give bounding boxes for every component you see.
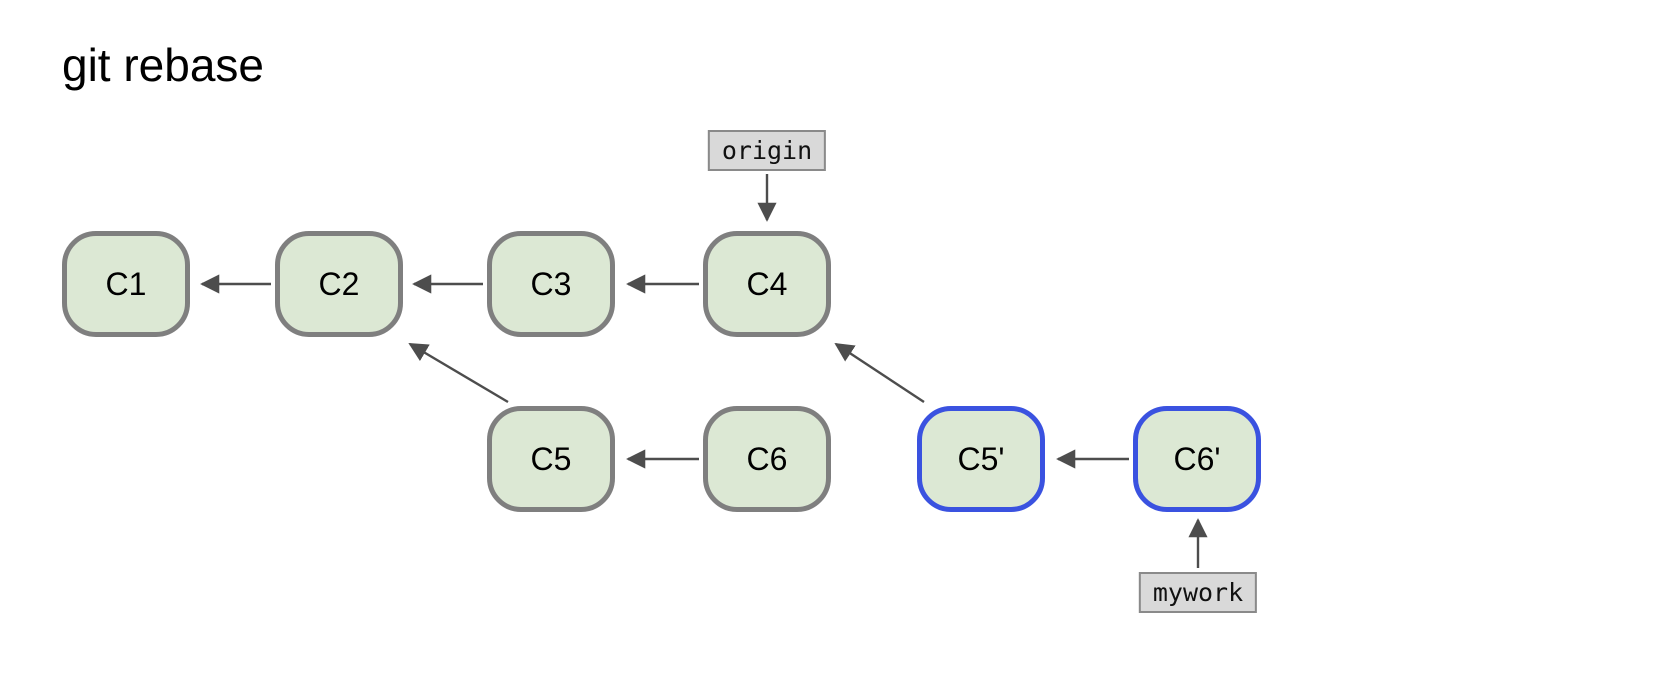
commit-node-c6-prime: C6' <box>1133 406 1261 512</box>
edge-c5p-c4 <box>834 342 925 404</box>
branch-label-mywork: mywork <box>1138 572 1258 613</box>
commit-label: C5 <box>530 440 572 477</box>
commit-node-c3: C3 <box>487 231 615 337</box>
commit-label: C4 <box>746 265 788 302</box>
branch-label-origin: origin <box>707 130 827 171</box>
commit-node-c4: C4 <box>703 231 831 337</box>
commit-node-c2: C2 <box>275 231 403 337</box>
commit-node-c5-prime: C5' <box>917 406 1045 512</box>
commit-label: C3 <box>530 265 572 302</box>
commit-label: C6 <box>746 440 788 477</box>
commit-node-c6: C6 <box>703 406 831 512</box>
commit-label: C6' <box>1173 440 1221 477</box>
commit-node-c1: C1 <box>62 231 190 337</box>
commit-node-c5: C5 <box>487 406 615 512</box>
diagram-title: git rebase <box>62 39 265 91</box>
commit-label: C5' <box>957 440 1005 477</box>
commit-label: C1 <box>105 265 147 302</box>
edge-c5-c2 <box>408 342 509 404</box>
commit-label: C2 <box>318 265 360 302</box>
